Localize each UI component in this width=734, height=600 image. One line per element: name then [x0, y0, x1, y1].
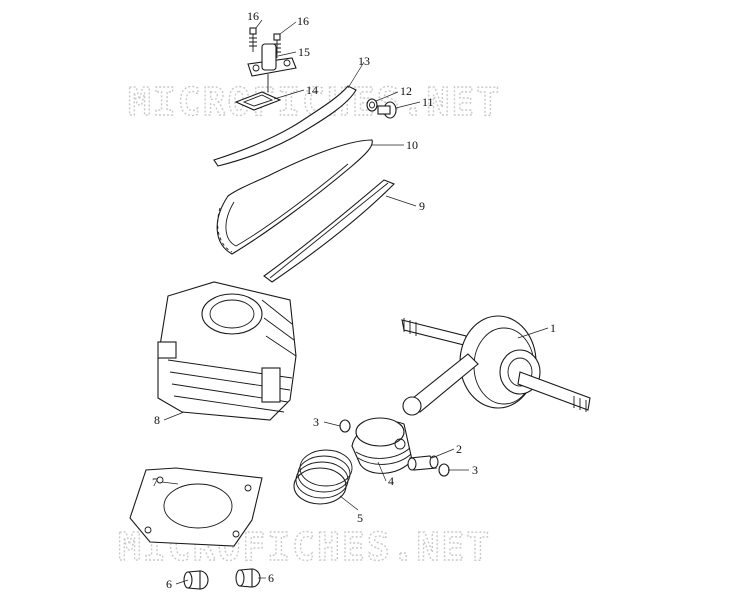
callout-3-right: 3 [472, 463, 478, 477]
dowel-pin-part-6a [183, 570, 209, 590]
callout-6-right: 6 [268, 571, 274, 585]
piston-part-4 [351, 417, 413, 474]
circlip-part-3b [438, 463, 450, 477]
callout-8: 8 [154, 413, 160, 427]
callout-16-right: 16 [297, 14, 309, 28]
gasket-part-14 [234, 91, 282, 111]
o-ring-part-12 [366, 98, 378, 112]
callout-2: 2 [456, 442, 462, 456]
callout-10: 10 [406, 138, 418, 152]
callout-11: 11 [422, 95, 434, 109]
piston-pin-part-2 [407, 455, 439, 471]
cam-chain-part-10 [216, 139, 373, 255]
callout-15: 15 [298, 45, 310, 59]
callout-5: 5 [357, 511, 363, 525]
chain-guide-part-9 [263, 179, 395, 283]
bolt-part-16a [249, 27, 257, 52]
circlip-part-3a [339, 419, 351, 433]
callout-3-left: 3 [313, 415, 319, 429]
plug-bolt-part-11 [377, 101, 397, 119]
callout-16-left: 16 [247, 9, 259, 23]
piston-rings-part-5 [293, 449, 353, 505]
tensioner-part-15 [247, 43, 297, 92]
cylinder-part-8 [157, 281, 297, 421]
callout-6-left: 6 [166, 577, 172, 591]
callout-12: 12 [400, 84, 412, 98]
callout-4: 4 [388, 474, 394, 488]
chain-guide-part-13 [213, 85, 357, 167]
callout-9: 9 [419, 199, 425, 213]
leader-lines [161, 19, 549, 585]
callout-14: 14 [306, 83, 318, 97]
callout-13: 13 [358, 54, 370, 68]
dowel-pin-part-6b [235, 568, 261, 588]
callout-1: 1 [550, 321, 556, 335]
base-gasket-part-7 [129, 467, 263, 547]
crankshaft-part-1 [401, 315, 591, 416]
callout-7: 7 [152, 475, 158, 489]
